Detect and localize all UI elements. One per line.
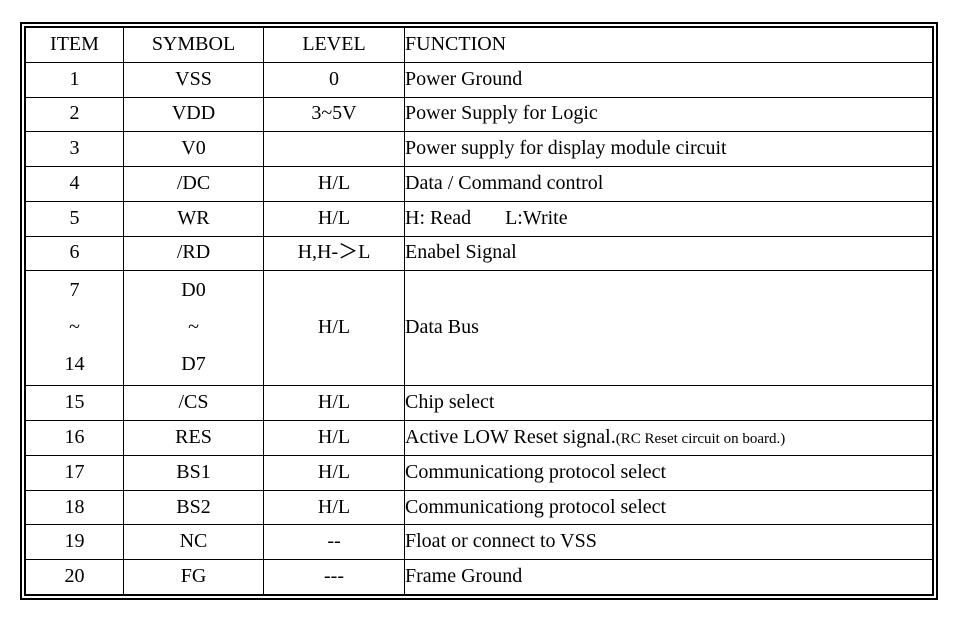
cell-function: Power Ground	[404, 61, 933, 98]
table-row: 16 RES H/L Active LOW Reset signal.(RC R…	[25, 420, 933, 456]
table-row: 6 /RD H,H-＞L Enabel Signal	[25, 235, 933, 272]
cell-item-last: 14	[64, 352, 85, 375]
cell-symbol: V0	[123, 131, 264, 168]
cell-level: H/L	[263, 420, 405, 456]
cell-level: H/L	[263, 385, 405, 422]
cell-symbol: VDD	[123, 96, 264, 133]
cell-level: ---	[263, 559, 405, 595]
reset-function-note: (RC Reset circuit on board.)	[615, 431, 786, 447]
cell-level: H/L	[263, 200, 405, 237]
cell-symbol: FG	[123, 559, 264, 595]
cell-item: 3	[25, 131, 124, 168]
cell-function: Float or connect to VSS	[404, 524, 933, 561]
cell-symbol: RES	[123, 420, 264, 456]
cell-symbol: /CS	[123, 385, 264, 422]
header-cell-symbol: SYMBOL	[123, 27, 264, 63]
cell-function: Active LOW Reset signal.(RC Reset circui…	[404, 420, 933, 456]
table-row: 2 VDD 3~5V Power Supply for Logic	[25, 96, 933, 133]
cell-item-first: 7	[69, 278, 80, 301]
cell-level: H/L	[263, 454, 405, 491]
table-row: 15 /CS H/L Chip select	[25, 385, 933, 422]
cell-symbol-range: D0 ~ D7	[123, 270, 264, 387]
table-row: 5 WR H/L H: Read L:Write	[25, 200, 933, 237]
function-read-label: H: Read	[405, 206, 472, 229]
cell-symbol-first: D0	[181, 278, 206, 301]
cell-symbol: /RD	[123, 235, 264, 272]
table-row: 4 /DC H/L Data / Command control	[25, 166, 933, 202]
header-cell-function: FUNCTION	[404, 27, 933, 63]
pin-assignment-table-frame: ITEM SYMBOL LEVEL FUNCTION 1 VSS 0 Power…	[20, 22, 938, 600]
cell-function: Data Bus	[404, 270, 933, 387]
cell-level: 3~5V	[263, 96, 405, 133]
pin-assignment-table-inner-border: ITEM SYMBOL LEVEL FUNCTION 1 VSS 0 Power…	[24, 26, 934, 596]
cell-symbol-tilde: ~	[188, 315, 199, 338]
table-row: 20 FG --- Frame Ground	[25, 559, 933, 595]
cell-function: Communicationg protocol select	[404, 454, 933, 491]
cell-level: H/L	[263, 489, 405, 526]
cell-item: 2	[25, 96, 124, 133]
cell-function: Frame Ground	[404, 559, 933, 595]
cell-level: --	[263, 524, 405, 561]
cell-item-tilde: ~	[69, 315, 80, 338]
cell-item: 18	[25, 489, 124, 526]
cell-symbol-last: D7	[181, 352, 206, 375]
table-header-row: ITEM SYMBOL LEVEL FUNCTION	[25, 27, 933, 63]
cell-item: 17	[25, 454, 124, 491]
cell-item: 20	[25, 559, 124, 595]
cell-level: H/L	[263, 166, 405, 202]
pin-assignment-table: ITEM SYMBOL LEVEL FUNCTION 1 VSS 0 Power…	[25, 27, 933, 595]
table-row: 19 NC -- Float or connect to VSS	[25, 524, 933, 561]
cell-function: Enabel Signal	[404, 235, 933, 272]
reset-function-main: Active LOW Reset signal.	[405, 426, 616, 448]
cell-function: Power supply for display module circuit	[404, 131, 933, 168]
cell-symbol: BS2	[123, 489, 264, 526]
cell-symbol: BS1	[123, 454, 264, 491]
cell-function: Power Supply for Logic	[404, 96, 933, 133]
cell-function: H: Read L:Write	[404, 200, 933, 237]
cell-item: 6	[25, 235, 124, 272]
table-row: 18 BS2 H/L Communicationg protocol selec…	[25, 489, 933, 526]
cell-item: 4	[25, 166, 124, 202]
cell-function: Chip select	[404, 385, 933, 422]
table-row: 3 V0 Power supply for display module cir…	[25, 131, 933, 168]
header-cell-item: ITEM	[25, 27, 124, 63]
cell-item: 19	[25, 524, 124, 561]
function-write-label: L:Write	[505, 206, 568, 229]
table-row: 17 BS1 H/L Communicationg protocol selec…	[25, 454, 933, 491]
cell-level: 0	[263, 61, 405, 98]
cell-item: 15	[25, 385, 124, 422]
table-row: 1 VSS 0 Power Ground	[25, 61, 933, 98]
header-cell-level: LEVEL	[263, 27, 405, 63]
cell-symbol: VSS	[123, 61, 264, 98]
cell-item-range: 7 ~ 14	[25, 270, 124, 387]
cell-symbol: NC	[123, 524, 264, 561]
cell-function: Data / Command control	[404, 166, 933, 202]
cell-level: H,H-＞L	[263, 235, 405, 272]
table-row-data-bus: 7 ~ 14 D0 ~ D7 H/L Data Bus	[25, 270, 933, 387]
cell-function: Communicationg protocol select	[404, 489, 933, 526]
cell-level: H/L	[263, 270, 405, 387]
cell-symbol: /DC	[123, 166, 264, 202]
cell-item: 1	[25, 61, 124, 98]
cell-level	[263, 131, 405, 168]
cell-item: 5	[25, 200, 124, 237]
cell-symbol: WR	[123, 200, 264, 237]
cell-item: 16	[25, 420, 124, 456]
